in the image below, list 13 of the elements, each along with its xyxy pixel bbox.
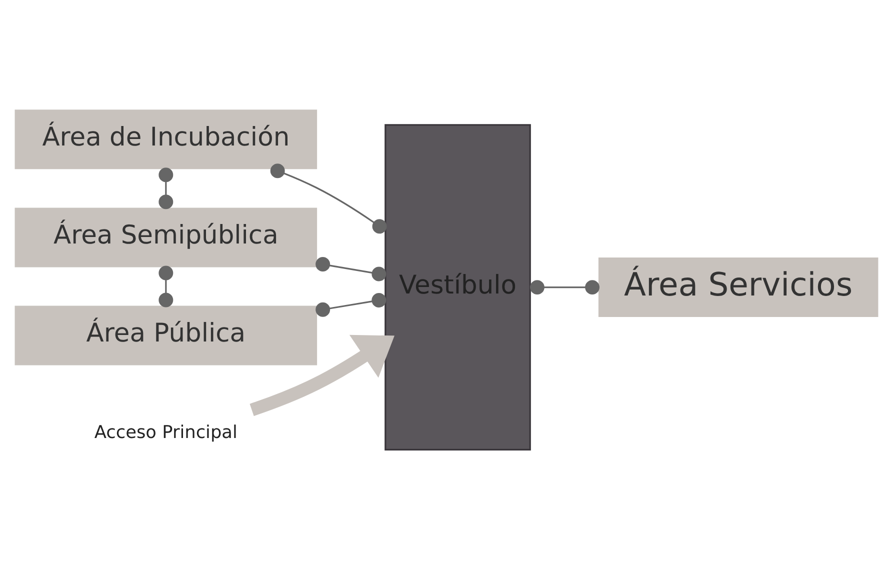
connector [530,280,600,295]
connector [158,266,174,308]
connector [158,168,174,210]
arrow [250,334,394,416]
node-box: Vestíbulo [384,124,531,450]
connector [270,164,387,234]
node-box: Área Pública [14,306,318,366]
node-box: Área Semipública [14,208,318,268]
connector [316,292,386,317]
node-text: Acceso Principal [94,423,238,444]
node-box: Área de Incubación [14,110,318,170]
connector [316,257,386,282]
node-box: Área Servicios [598,258,878,318]
